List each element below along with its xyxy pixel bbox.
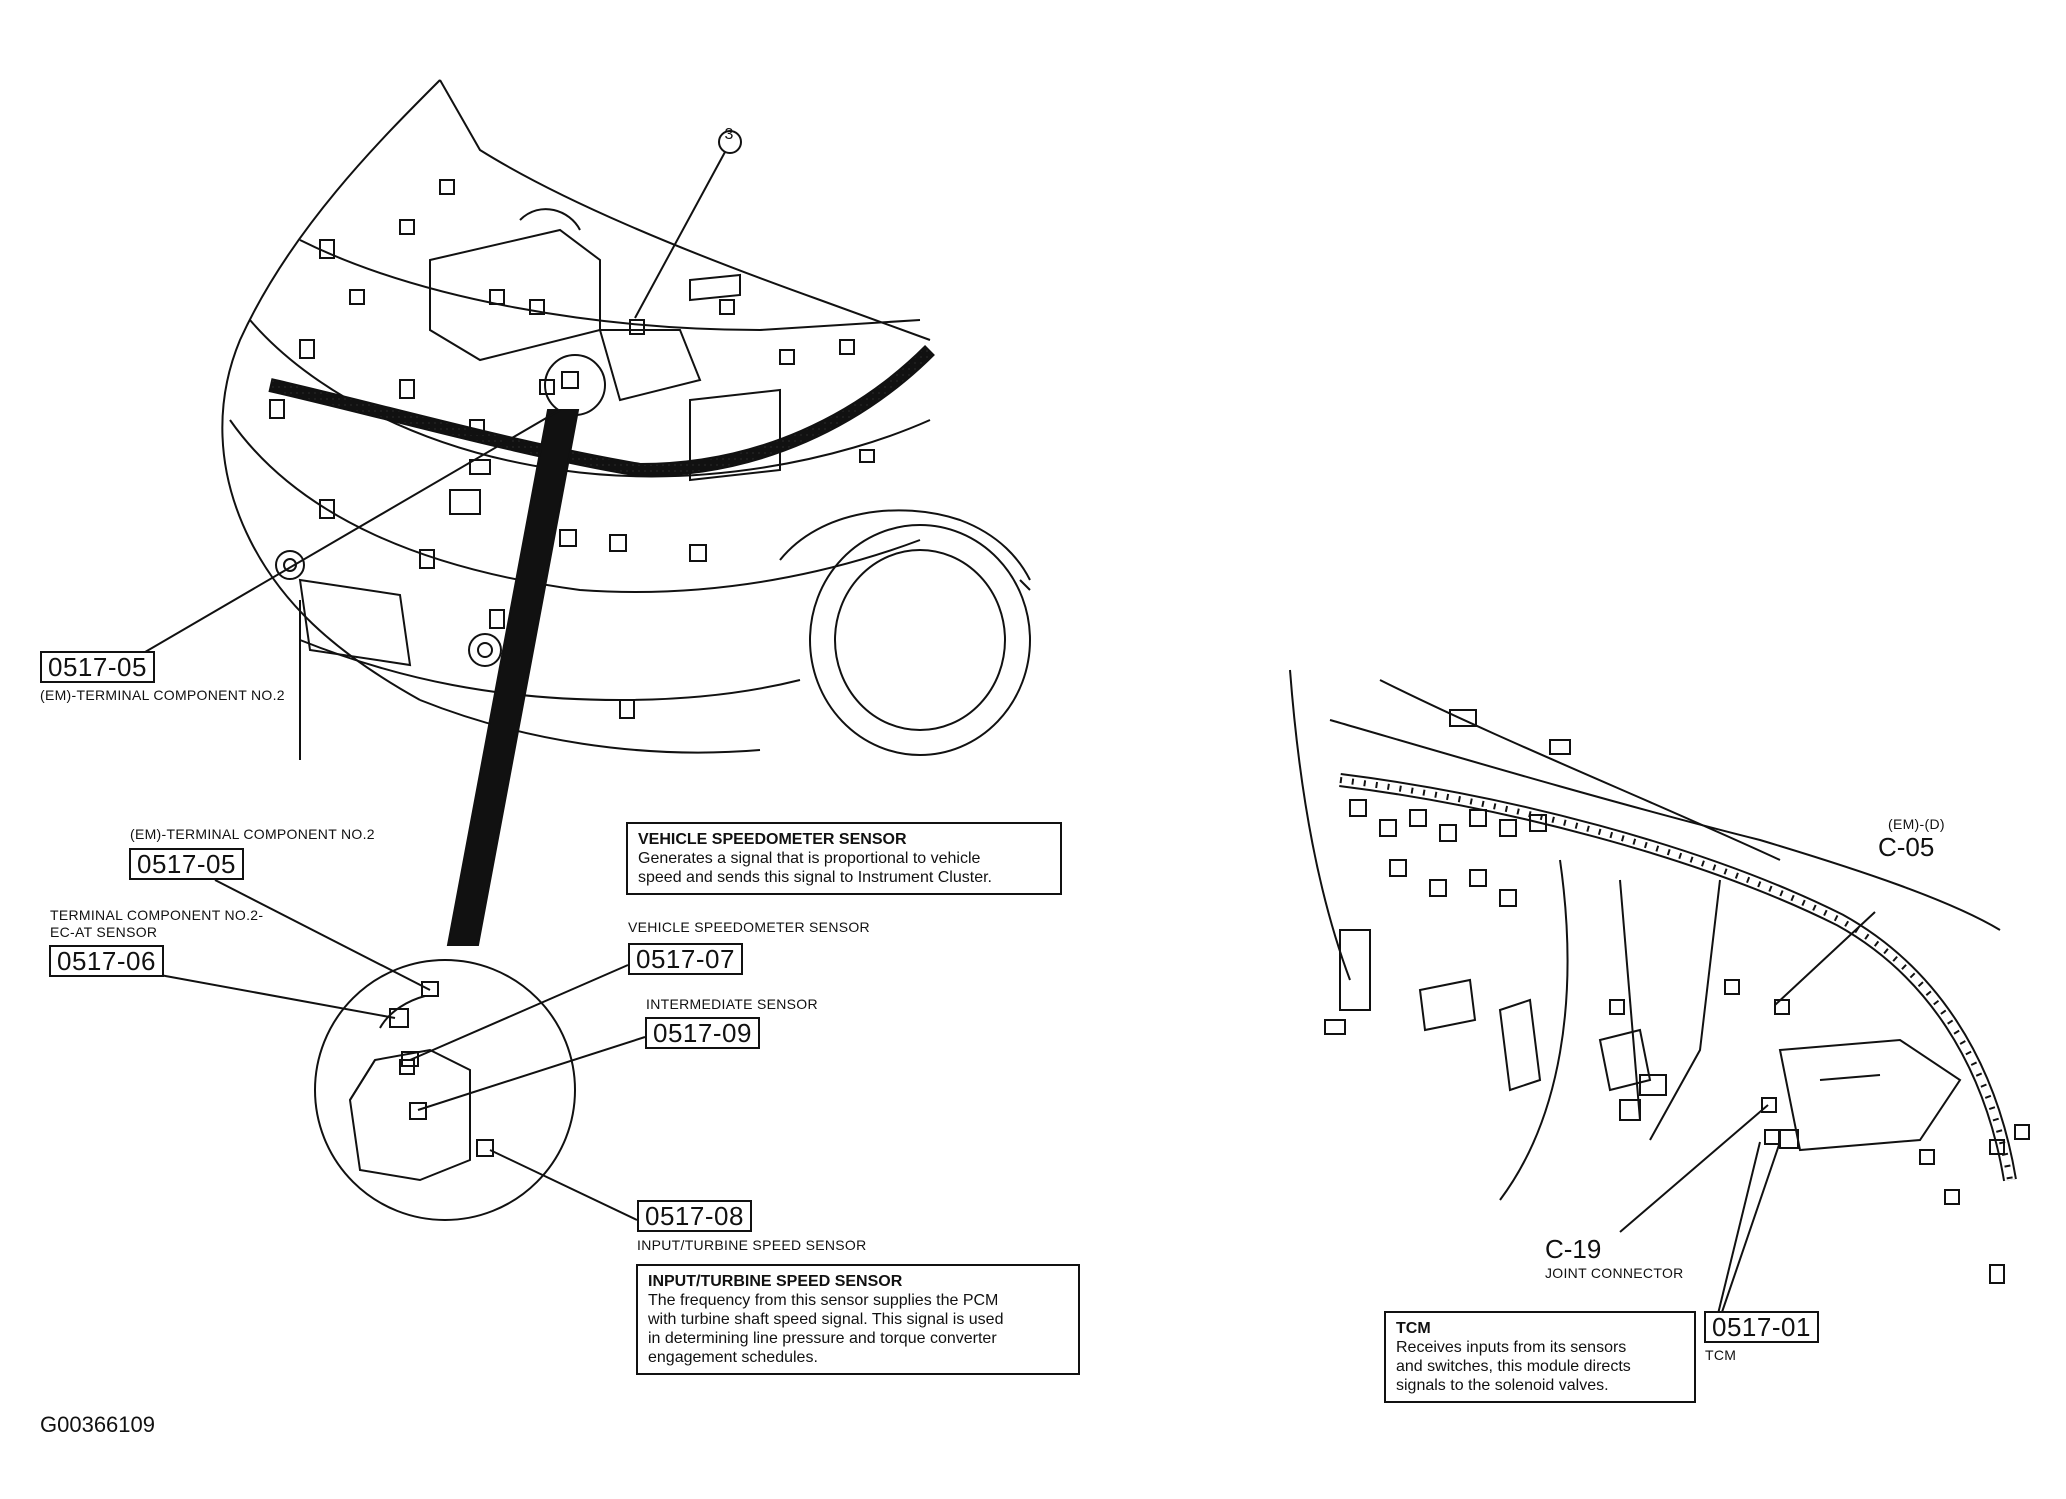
label-c05: C-05 xyxy=(1878,832,1935,862)
info-line: and switches, this module directs xyxy=(1396,1358,1631,1375)
caption-0517-05-top: (EM)-TERMINAL COMPONENT NO.2 xyxy=(40,687,285,703)
info-title: VEHICLE SPEEDOMETER SENSOR xyxy=(638,831,907,848)
caption-0517-08: INPUT/TURBINE SPEED SENSOR xyxy=(637,1237,867,1253)
info-box-vehicle-speedometer-sensor: VEHICLE SPEEDOMETER SENSOR Generates a s… xyxy=(626,822,1062,895)
info-line: Generates a signal that is proportional … xyxy=(638,850,981,867)
code-0517-01: 0517-01 xyxy=(1704,1311,1819,1343)
code-0517-05-detail: 0517-05 xyxy=(129,848,244,880)
info-box-input-turbine-speed-sensor: INPUT/TURBINE SPEED SENSOR The frequency… xyxy=(636,1264,1080,1375)
code-0517-07: 0517-07 xyxy=(628,943,743,975)
info-line: The frequency from this sensor supplies … xyxy=(648,1292,999,1309)
code-0517-08: 0517-08 xyxy=(637,1200,752,1232)
code-0517-05-top: 0517-05 xyxy=(40,651,155,683)
info-title: TCM xyxy=(1396,1320,1431,1337)
info-title: INPUT/TURBINE SPEED SENSOR xyxy=(648,1273,903,1290)
caption-tcm: TCM xyxy=(1705,1347,1737,1363)
caption-c05-sub: (EM)-(D) xyxy=(1888,816,1945,832)
callout-number: 3 xyxy=(724,126,734,143)
info-line: with turbine shaft speed signal. This si… xyxy=(648,1311,1004,1328)
info-line: signals to the solenoid valves. xyxy=(1396,1377,1609,1394)
info-line: Receives inputs from its sensors xyxy=(1396,1339,1627,1356)
engine-bay-illustration xyxy=(139,79,1031,946)
info-line: in determining line pressure and torque … xyxy=(648,1330,997,1347)
info-box-tcm: TCM Receives inputs from its sensors and… xyxy=(1384,1311,1696,1403)
caption-0517-06-line2: EC-AT SENSOR xyxy=(50,924,158,940)
dashboard-illustration xyxy=(1289,669,2030,1319)
caption-c19: JOINT CONNECTOR xyxy=(1545,1265,1684,1281)
figure-id: G00366109 xyxy=(40,1412,155,1437)
transmission-detail-illustration xyxy=(159,879,646,1221)
info-line: speed and sends this signal to Instrumen… xyxy=(638,869,992,886)
caption-0517-09: INTERMEDIATE SENSOR xyxy=(646,996,818,1012)
code-0517-09: 0517-09 xyxy=(645,1017,760,1049)
info-line: engagement schedules. xyxy=(648,1349,818,1366)
caption-0517-07: VEHICLE SPEEDOMETER SENSOR xyxy=(628,919,870,935)
caption-0517-06-line1: TERMINAL COMPONENT NO.2- xyxy=(50,907,264,923)
label-c19: C-19 xyxy=(1545,1234,1602,1264)
code-0517-06: 0517-06 xyxy=(49,945,164,977)
caption-0517-05-detail: (EM)-TERMINAL COMPONENT NO.2 xyxy=(130,826,375,842)
